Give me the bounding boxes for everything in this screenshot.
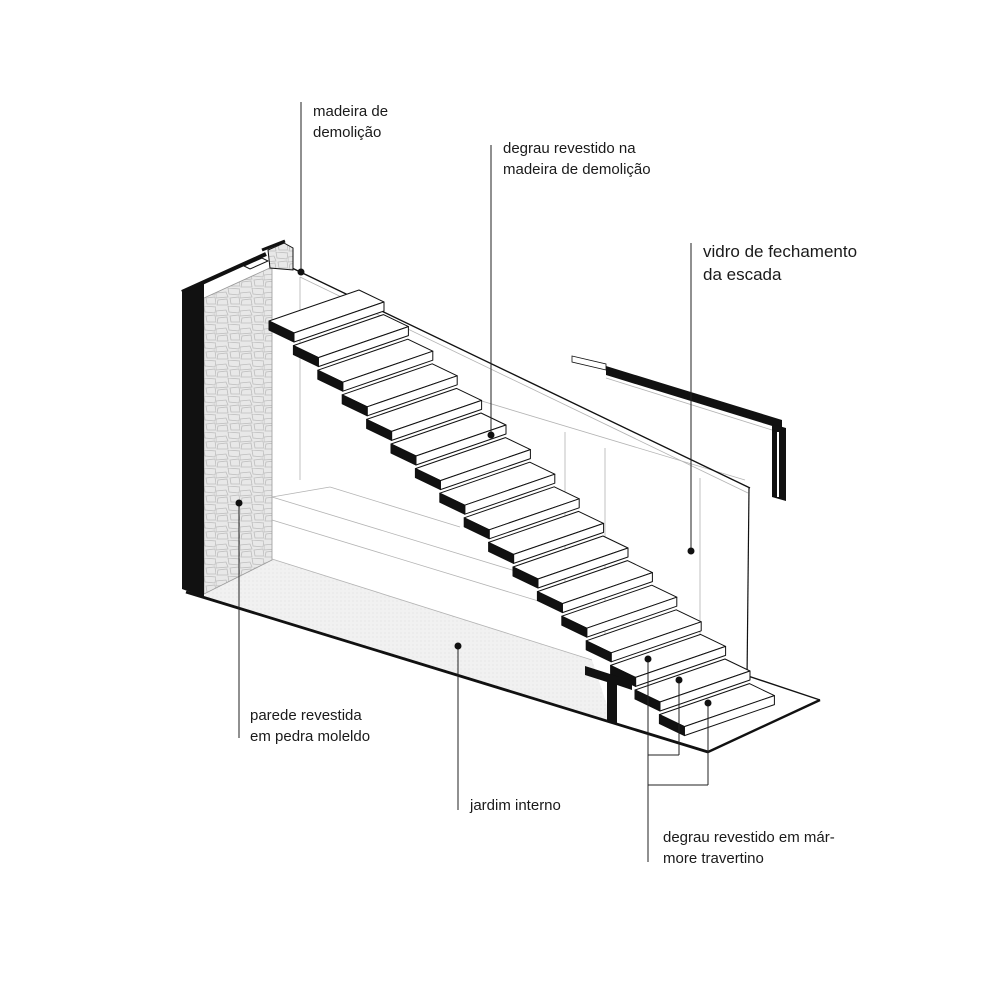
- stair-step: [292, 314, 409, 368]
- stair-tread-end: [292, 345, 319, 368]
- stair-step: [658, 683, 775, 737]
- stair-tread-end: [658, 714, 685, 737]
- leader-dot-parede: [235, 499, 243, 507]
- stair-tread-end: [414, 468, 441, 491]
- stair-tread-end: [463, 517, 490, 540]
- frame-black-beam: [606, 366, 782, 429]
- leader-dot-marmore-3: [704, 699, 712, 707]
- leader-dot-madeira-demolicao: [297, 268, 305, 276]
- glass-side-edge: [746, 487, 750, 681]
- stair-step: [439, 461, 556, 515]
- leader-dot-degrau-madeira: [487, 431, 495, 439]
- stair-step: [390, 412, 507, 466]
- planter-back-edge: [329, 486, 461, 528]
- planter-top-short-edge: [271, 486, 331, 498]
- stair-step: [366, 387, 483, 441]
- label-degrau-marmore-line2: more travertino: [663, 850, 764, 867]
- wall-top-edge: [181, 252, 267, 294]
- glass-inner-line: [454, 392, 746, 481]
- stair-step: [536, 560, 653, 614]
- stair-step: [634, 658, 751, 712]
- stair-step: [341, 363, 458, 417]
- label-degrau-madeira-line1: degrau revestido na: [503, 140, 636, 157]
- stone-wall: [181, 239, 294, 597]
- label-vidro-line2: da escada: [703, 265, 782, 284]
- stair-step: [268, 289, 385, 343]
- label-madeira-demolicao-line2: demolição: [313, 124, 381, 141]
- annotation-labels: madeira de demolição degrau revestido na…: [250, 103, 857, 867]
- wall-cap-top-edge: [261, 239, 286, 252]
- stair-step: [561, 584, 678, 638]
- stair-tread-end: [366, 418, 393, 441]
- label-jardim: jardim interno: [469, 797, 561, 814]
- wall-cap-demolition-wood: [267, 242, 294, 271]
- leader-dot-marmore-1: [644, 655, 652, 663]
- stair-tread-end: [341, 394, 368, 417]
- garden-back-edge: [271, 558, 593, 661]
- stair-step: [585, 609, 702, 663]
- wall-section-cut: [182, 283, 204, 597]
- stair-step: [317, 338, 434, 392]
- stair-step: [463, 486, 580, 540]
- planter-front-top-edge: [271, 496, 546, 581]
- stair-step: [414, 437, 531, 491]
- annotation-leaders: [235, 102, 712, 862]
- planter-box: [271, 486, 546, 604]
- stair-tread-end: [585, 640, 612, 663]
- label-degrau-marmore-line1: degrau revestido em már-: [663, 829, 835, 846]
- label-degrau-madeira-line2: madeira de demolição: [503, 161, 651, 178]
- label-parede-line2: em pedra moleldo: [250, 728, 370, 745]
- stair-tread-end: [390, 443, 417, 466]
- stair-step: [512, 535, 629, 589]
- stone-wall-face: [203, 266, 273, 595]
- stair-tread-end: [512, 566, 539, 589]
- planter-front-bottom-edge: [271, 519, 546, 604]
- stair-tread-end: [561, 615, 588, 638]
- leader-dot-marmore-2: [675, 676, 683, 684]
- label-parede-line1: parede revestida: [250, 707, 362, 724]
- floor-side-edge: [707, 698, 821, 754]
- steel-t-support-post: [585, 666, 632, 724]
- stair-step: [488, 510, 605, 564]
- stair-tread-end: [488, 541, 515, 564]
- leader-dot-jardim: [454, 642, 462, 650]
- label-madeira-demolicao-line1: madeira de: [313, 103, 388, 120]
- label-vidro-line1: vidro de fechamento: [703, 242, 857, 261]
- stair-tread-end: [536, 591, 563, 614]
- stair-tread-end: [268, 320, 295, 343]
- leader-dot-vidro: [687, 547, 695, 555]
- internal-garden-area: [190, 559, 613, 723]
- stair-tread-end: [439, 492, 466, 515]
- floor-front-edge: [185, 590, 709, 754]
- glass-top-frame: [571, 355, 786, 501]
- floating-staircase: [268, 289, 775, 737]
- frame-underside-line: [605, 377, 773, 431]
- floor-back-edge: [747, 675, 821, 701]
- stair-tread-end: [317, 369, 344, 392]
- frame-end-cap: [571, 355, 607, 371]
- wall-top-wood-piece: [242, 257, 270, 270]
